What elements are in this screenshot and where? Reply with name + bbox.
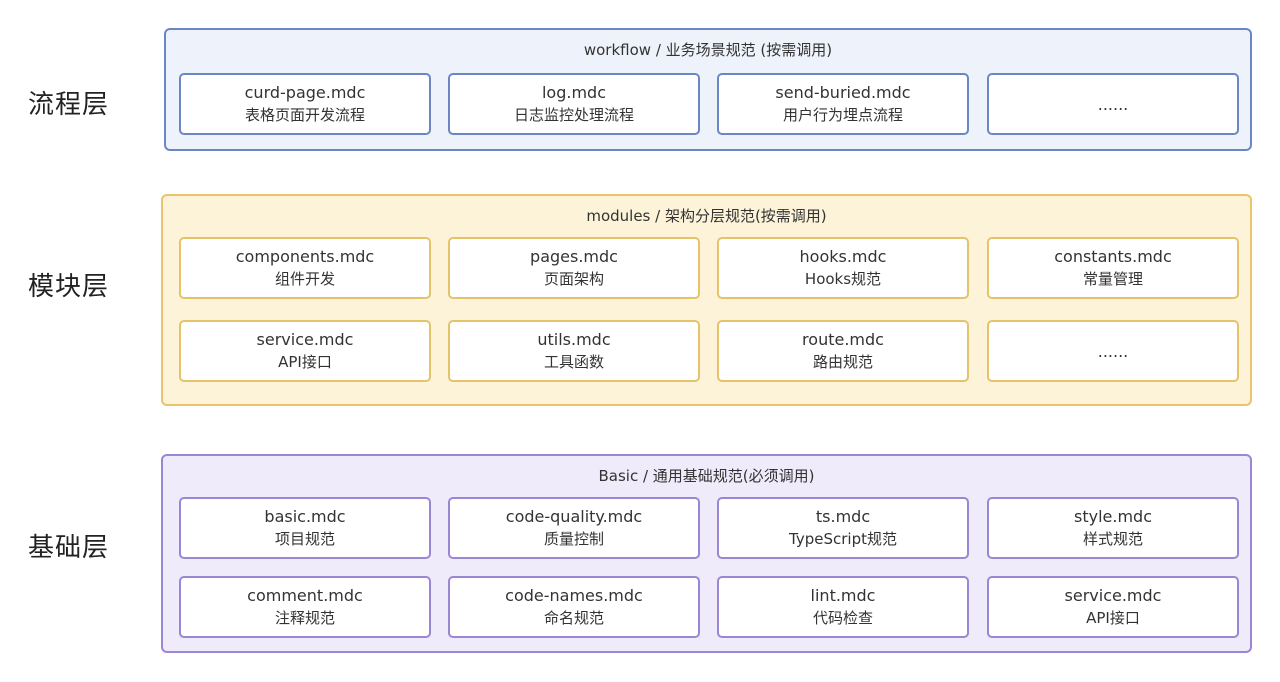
modules-card: utils.mdc 工具函数 xyxy=(448,320,700,382)
card-file-name: components.mdc xyxy=(235,247,375,266)
card-description: 表格页面开发流程 xyxy=(244,106,365,124)
modules-panel: modules / 架构分层规范(按需调用) components.mdc 组件… xyxy=(161,194,1252,406)
workflow-card: send-buried.mdc 用户行为埋点流程 xyxy=(717,73,969,135)
basic-card: style.mdc 样式规范 xyxy=(987,497,1239,559)
card-description: 路由规范 xyxy=(812,353,873,371)
workflow-card: curd-page.mdc 表格页面开发流程 xyxy=(179,73,431,135)
modules-card: hooks.mdc Hooks规范 xyxy=(717,237,969,299)
card-file-name: log.mdc xyxy=(541,83,606,102)
card-file-name: service.mdc xyxy=(256,330,354,349)
card-file-name: utils.mdc xyxy=(537,330,611,349)
modules-card: constants.mdc 常量管理 xyxy=(987,237,1239,299)
basic-card: code-quality.mdc 质量控制 xyxy=(448,497,700,559)
basic-card: service.mdc API接口 xyxy=(987,576,1239,638)
card-description: TypeScript规范 xyxy=(789,530,897,548)
modules-card: components.mdc 组件开发 xyxy=(179,237,431,299)
modules-card-more: ...... xyxy=(987,320,1239,382)
card-ellipsis: ...... xyxy=(1097,94,1129,114)
basic-card: code-names.mdc 命名规范 xyxy=(448,576,700,638)
card-file-name: basic.mdc xyxy=(264,507,346,526)
card-description: 质量控制 xyxy=(543,530,604,548)
basic-panel: Basic / 通用基础规范(必须调用) basic.mdc 项目规范 code… xyxy=(161,454,1252,653)
card-description: 工具函数 xyxy=(543,353,604,371)
card-file-name: curd-page.mdc xyxy=(244,83,366,102)
card-file-name: ts.mdc xyxy=(815,507,871,526)
card-file-name: hooks.mdc xyxy=(799,247,887,266)
card-description: API接口 xyxy=(1086,609,1140,627)
card-description: 代码检查 xyxy=(812,609,873,627)
modules-card: route.mdc 路由规范 xyxy=(717,320,969,382)
basic-card: ts.mdc TypeScript规范 xyxy=(717,497,969,559)
basic-card: comment.mdc 注释规范 xyxy=(179,576,431,638)
card-file-name: lint.mdc xyxy=(810,586,876,605)
card-description: 组件开发 xyxy=(274,270,335,288)
card-description: 页面架构 xyxy=(543,270,604,288)
workflow-panel-title: workflow / 业务场景规范 (按需调用) xyxy=(583,41,833,59)
card-file-name: route.mdc xyxy=(802,330,884,349)
card-file-name: code-names.mdc xyxy=(505,586,643,605)
layer-label-workflow: 流程层 xyxy=(28,90,110,120)
card-description: 常量管理 xyxy=(1082,270,1143,288)
basic-card: basic.mdc 项目规范 xyxy=(179,497,431,559)
card-description: 注释规范 xyxy=(274,609,335,627)
card-description: 用户行为埋点流程 xyxy=(782,106,903,124)
card-file-name: constants.mdc xyxy=(1054,247,1172,266)
card-file-name: style.mdc xyxy=(1074,507,1152,526)
card-file-name: comment.mdc xyxy=(247,586,363,605)
workflow-panel: workflow / 业务场景规范 (按需调用) curd-page.mdc 表… xyxy=(164,28,1252,151)
workflow-card: log.mdc 日志监控处理流程 xyxy=(448,73,700,135)
basic-panel-title: Basic / 通用基础规范(必须调用) xyxy=(598,467,815,485)
card-description: API接口 xyxy=(278,353,332,371)
card-ellipsis: ...... xyxy=(1097,341,1129,361)
layer-label-modules: 模块层 xyxy=(28,272,110,302)
basic-card: lint.mdc 代码检查 xyxy=(717,576,969,638)
card-description: 项目规范 xyxy=(274,530,335,548)
modules-card: service.mdc API接口 xyxy=(179,320,431,382)
card-description: 样式规范 xyxy=(1082,530,1143,548)
modules-panel-title: modules / 架构分层规范(按需调用) xyxy=(586,207,827,225)
workflow-card-more: ...... xyxy=(987,73,1239,135)
card-description: 命名规范 xyxy=(543,609,604,627)
modules-card: pages.mdc 页面架构 xyxy=(448,237,700,299)
card-file-name: service.mdc xyxy=(1064,586,1162,605)
card-file-name: send-buried.mdc xyxy=(775,83,911,102)
card-file-name: code-quality.mdc xyxy=(505,507,643,526)
card-description: 日志监控处理流程 xyxy=(513,106,634,124)
card-file-name: pages.mdc xyxy=(530,247,618,266)
card-description: Hooks规范 xyxy=(804,270,882,288)
layer-label-basic: 基础层 xyxy=(28,533,110,563)
